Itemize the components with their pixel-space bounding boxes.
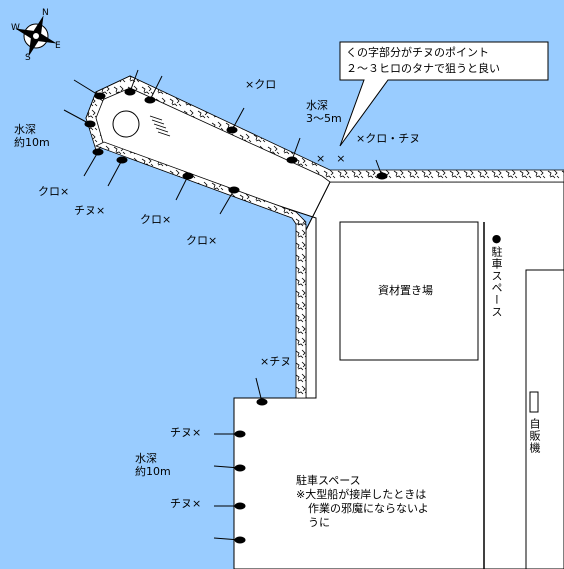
chinu-label-2: チヌ× [170, 426, 202, 439]
depth-low-value: 約10m [135, 465, 171, 478]
chinu-label-3: チヌ× [170, 497, 202, 510]
kuro-label-1: クロ× [38, 185, 70, 198]
depth-mid-label: 水深 [306, 99, 328, 112]
compass-north: N [42, 8, 49, 18]
tetrapod-band-side [295, 223, 307, 399]
x-marks: × × [316, 152, 346, 165]
depth-low-label: 水深 [135, 452, 157, 465]
anglers [63, 69, 388, 544]
parking-bottom-label: 駐車スペース [296, 474, 361, 487]
callout-bubble [339, 41, 549, 147]
building-outline [525, 269, 564, 569]
vending-label: 自販機 [528, 418, 541, 454]
kuro-top-label: ×クロ [245, 78, 277, 91]
material-yard-label: 資材置き場 [378, 284, 433, 297]
kuro-chinu-label: ×クロ・チヌ [356, 132, 421, 145]
material-yard-outline [339, 221, 479, 361]
note-line-3: うに [308, 516, 330, 529]
callout-line-2: ２～３ヒロのタナで狙うと良い [346, 62, 500, 75]
kuro-label-2: クロ× [140, 213, 172, 226]
compass-south: S [25, 53, 31, 63]
tetrapod-band-lower [94, 141, 307, 231]
depth-left-value: 約10m [14, 136, 50, 149]
compass-rose-icon [15, 15, 57, 57]
parking-vertical-label: ●駐車スペース [490, 232, 503, 318]
vending-machine-icon [529, 391, 539, 413]
kuro-label-3: クロ× [186, 234, 218, 247]
lighthouse-icon [112, 110, 140, 138]
compass-west: W [11, 23, 20, 33]
stairs-icon [149, 115, 171, 137]
chinu-pier-label: ×チヌ [260, 355, 292, 368]
chinu-label-1: チヌ× [74, 204, 106, 217]
compass-east: E [55, 41, 61, 51]
note-line-2: 作業の邪魔にならないよ [308, 502, 429, 515]
tetrapod-band-top [95, 75, 564, 183]
callout-line-1: くの字部分がチヌのポイント [346, 46, 489, 59]
depth-mid-value: 3～5m [306, 112, 342, 125]
depth-left-label: 水深 [14, 123, 36, 136]
note-line-1: ※大型船が接岸したときは [296, 488, 427, 501]
